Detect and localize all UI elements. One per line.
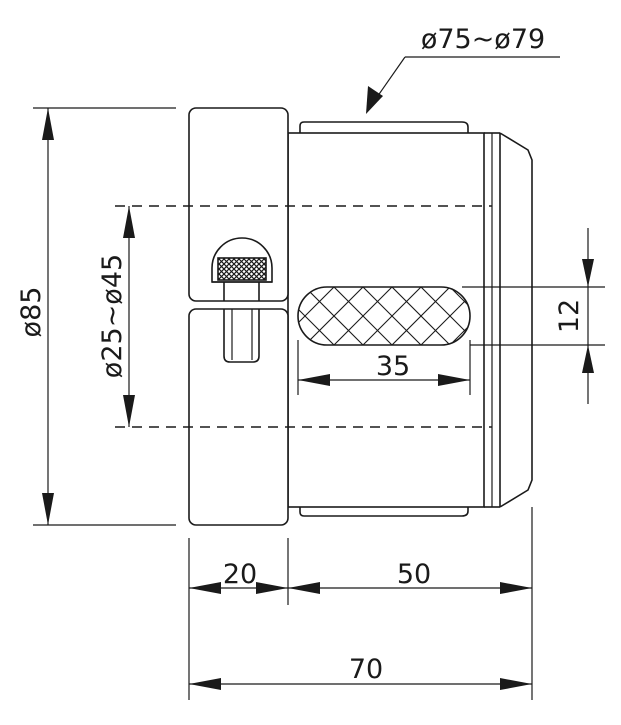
knurl-line [479, 287, 537, 345]
knurl-line [333, 287, 393, 345]
dim-slot-height: 12 [462, 228, 605, 404]
screw-knurl-pattern [218, 258, 266, 280]
outer-diameter-label: ø85 [16, 287, 47, 338]
knurl-line [247, 261, 266, 280]
clamp-screw [211, 237, 273, 363]
knurl-line [479, 287, 537, 345]
knurl-line [304, 287, 364, 345]
inner-range-label: ø25~ø45 [97, 254, 128, 378]
slot-height-label: 12 [554, 299, 585, 333]
knurl-line [257, 271, 266, 280]
knurl-line [391, 287, 451, 345]
slot-length-label: 35 [376, 351, 410, 382]
dim-inner-range: ø25~ø45 [97, 206, 135, 427]
dim-outer-diameter: ø85 [16, 107, 176, 526]
knurl-line [257, 258, 266, 267]
clamp-collar [188, 107, 289, 526]
main-body [287, 121, 533, 517]
right-width-label: 50 [397, 559, 431, 590]
knurl-line [362, 287, 422, 345]
knurl-line [449, 287, 470, 345]
dim-bottom: 20 50 70 [188, 507, 533, 700]
dim-body-range: ø75~ø79 [366, 24, 560, 114]
total-width-label: 70 [349, 654, 383, 685]
knurl-line [449, 287, 470, 345]
body-range-label: ø75~ø79 [421, 24, 545, 55]
left-width-label: 20 [223, 559, 257, 590]
dim-slot-length: 35 [297, 340, 471, 395]
knurl-line [298, 287, 335, 345]
knurl-line [252, 266, 266, 280]
